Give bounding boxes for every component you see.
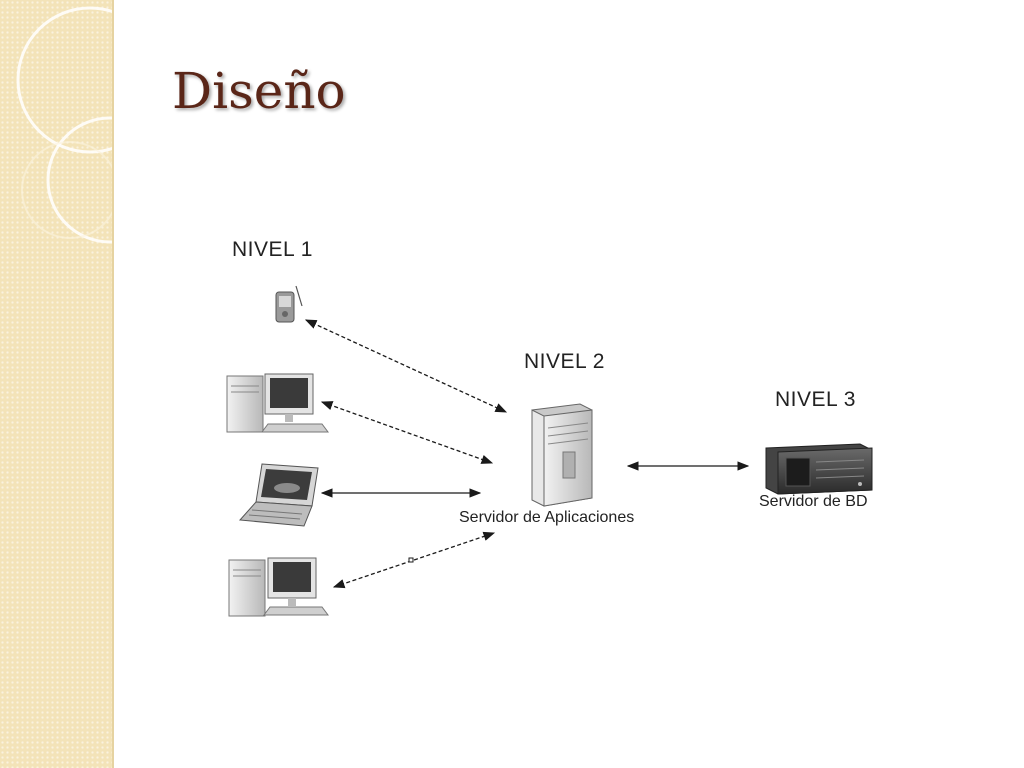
arrow-handheld-to-app-server	[304, 319, 508, 413]
arrow-desktop-1-to-app-server	[320, 401, 494, 464]
decorative-circles	[16, 6, 112, 244]
arrow-desktop-2-to-app-server	[332, 531, 496, 589]
slide-title: Diseño	[172, 62, 346, 120]
decorative-sidebar	[0, 0, 114, 768]
desktop-computer-icon	[226, 373, 329, 433]
connector-node	[408, 557, 414, 563]
connection-arrows	[304, 319, 750, 589]
laptop-icon	[238, 463, 319, 527]
db-server-caption: Servidor de BD	[759, 493, 868, 510]
tier-2-label: NIVEL 2	[524, 350, 605, 373]
handheld-device-icon	[275, 285, 303, 323]
tier-3-label: NIVEL 3	[775, 388, 856, 411]
desktop-computer-icon	[228, 557, 329, 617]
rack-server-icon	[765, 443, 873, 495]
tower-server-icon	[531, 403, 593, 507]
tier-1-label: NIVEL 1	[232, 238, 313, 261]
app-server-caption: Servidor de Aplicaciones	[459, 509, 635, 526]
